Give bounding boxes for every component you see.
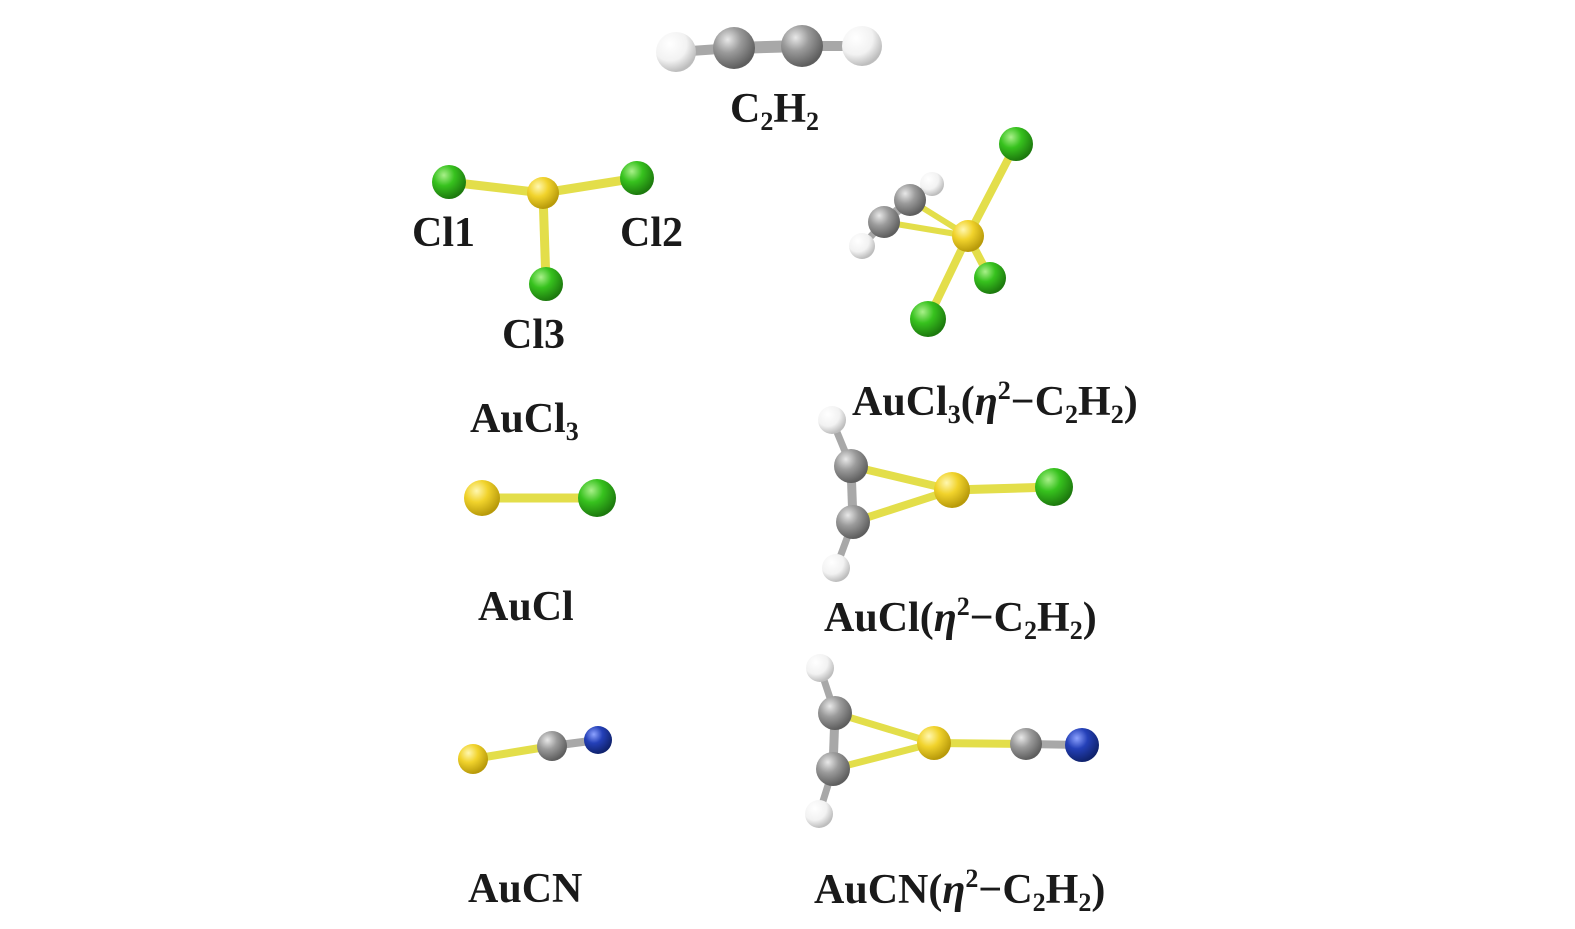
carbon-atom xyxy=(868,206,900,238)
label-part: ( xyxy=(960,379,975,425)
label-part: AuCN( xyxy=(814,867,943,913)
label-part: H xyxy=(1045,867,1079,913)
bond-au-cl xyxy=(964,142,1020,238)
hydrogen-atom xyxy=(805,800,833,828)
chlorine-atom-cl1 xyxy=(432,165,466,199)
label-part: ) xyxy=(1091,867,1106,913)
gold-atom xyxy=(527,177,559,209)
label-c2h2-sub: 2 xyxy=(760,107,774,136)
label-c2h2: C2H2 xyxy=(730,88,819,135)
gold-atom xyxy=(934,472,970,508)
label-aucl3: AuCl3 xyxy=(470,398,579,445)
chlorine-atom xyxy=(1035,468,1073,506)
carbon-atom xyxy=(816,752,850,786)
molecule-c2h2 xyxy=(656,25,882,72)
chlorine-atom xyxy=(910,301,946,337)
label-eta: η xyxy=(942,867,966,913)
chlorine-atom-cl2 xyxy=(620,161,654,195)
bond-au-c xyxy=(833,709,936,747)
hydrogen-atom xyxy=(842,26,882,66)
chlorine-atom xyxy=(974,262,1006,294)
carbon-atom xyxy=(713,27,755,69)
label-c2h2-sub: 2 xyxy=(806,107,820,136)
carbon-atom xyxy=(836,505,870,539)
label-part: AuCl xyxy=(852,379,948,425)
label-sub: 2 xyxy=(1110,400,1124,429)
label-cl1: Cl1 xyxy=(412,210,475,256)
hydrogen-atom xyxy=(920,172,944,196)
label-sub: 3 xyxy=(947,400,961,429)
hydrogen-atom xyxy=(849,233,875,259)
label-sup: 2 xyxy=(997,376,1011,405)
gold-atom xyxy=(917,726,951,760)
label-aucl3-c2h2: AuCl3(η2−C2H2) xyxy=(852,378,1138,428)
chlorine-atom xyxy=(578,479,616,517)
molecule-aucl3-c2h2 xyxy=(849,127,1033,337)
gold-atom xyxy=(458,744,488,774)
molecule-aucl xyxy=(464,479,616,517)
label-sub: 2 xyxy=(1078,888,1092,917)
label-eta: η xyxy=(974,379,998,425)
molecule-aucl3 xyxy=(432,161,654,301)
label-sub: 2 xyxy=(1024,616,1038,645)
molecule-aucl-c2h2 xyxy=(818,406,1073,582)
label-sub: 2 xyxy=(1065,400,1079,429)
bond-au-c xyxy=(832,739,935,773)
molecule-aucn xyxy=(458,726,612,774)
label-part: H xyxy=(1078,379,1111,425)
nitrogen-atom xyxy=(584,726,612,754)
label-sub: 2 xyxy=(1069,616,1083,645)
hydrogen-atom xyxy=(656,32,696,72)
chlorine-atom xyxy=(999,127,1033,161)
label-cl3: Cl3 xyxy=(502,312,565,358)
carbon-atom xyxy=(537,731,567,761)
label-sub: 2 xyxy=(1032,888,1046,917)
label-part: H xyxy=(1037,595,1070,641)
gold-atom xyxy=(952,220,984,252)
carbon-atom xyxy=(894,184,926,216)
molecule-aucn-c2h2 xyxy=(805,654,1099,828)
label-eta: η xyxy=(933,595,957,641)
chlorine-atom-cl3 xyxy=(529,267,563,301)
carbon-atom xyxy=(1010,728,1042,760)
carbon-atom xyxy=(834,449,868,483)
carbon-atom xyxy=(781,25,823,67)
label-cl2: Cl2 xyxy=(620,210,683,256)
hydrogen-atom xyxy=(822,554,850,582)
gold-atom xyxy=(464,480,500,516)
label-part: −C xyxy=(969,595,1025,641)
label-part: −C xyxy=(978,867,1033,913)
hydrogen-atom xyxy=(818,406,846,434)
nitrogen-atom xyxy=(1065,728,1099,762)
label-aucl3-sub: 3 xyxy=(565,417,579,446)
label-aucl3-part: AuCl xyxy=(470,396,566,442)
label-c2h2-part: C xyxy=(730,86,761,132)
label-aucn-c2h2: AuCN(η2−C2H2) xyxy=(814,866,1105,916)
label-aucn: AuCN xyxy=(468,866,583,912)
label-part: −C xyxy=(1010,379,1066,425)
label-part: AuCl( xyxy=(824,595,934,641)
label-part: ) xyxy=(1082,595,1097,641)
label-sup: 2 xyxy=(965,864,979,893)
label-aucl: AuCl xyxy=(478,584,574,630)
carbon-atom xyxy=(818,696,852,730)
label-sup: 2 xyxy=(956,592,970,621)
hydrogen-atom xyxy=(806,654,834,682)
label-part: ) xyxy=(1123,379,1138,425)
label-c2h2-part: H xyxy=(773,86,807,132)
label-aucl-c2h2: AuCl(η2−C2H2) xyxy=(824,594,1097,644)
